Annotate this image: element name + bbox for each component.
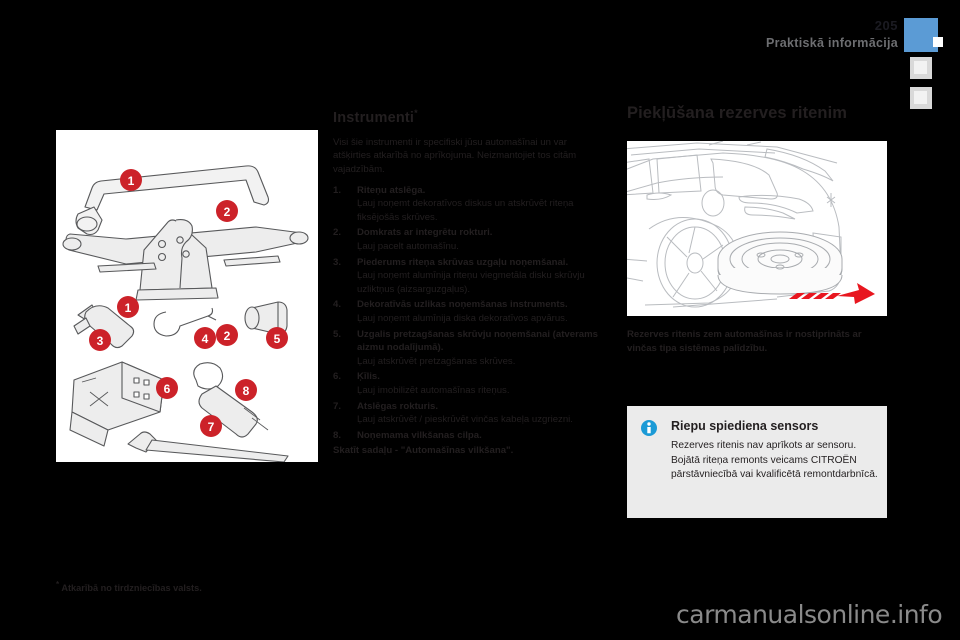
tool-kit-svg: 1 2 [62, 165, 309, 462]
list-item: 4. Dekoratīvās uzlikas noņemšanas instru… [333, 298, 605, 325]
spare-wheel-caption: Rezerves ritenis zem automašīnas ir nost… [627, 329, 862, 354]
footnote-text: Atkarībā no tirdzniecības valsts. [61, 583, 202, 594]
info-box-heading: Riepu spiediena sensors [671, 419, 819, 433]
tool-number: 6. [333, 371, 342, 383]
info-box: Riepu spiediena sensors Rezerves ritenis… [627, 406, 887, 518]
header-section-title: Praktiskā informācija [765, 36, 898, 50]
svg-text:2: 2 [224, 329, 231, 343]
list-item: 8. Noņemama vilkšanas cilpa. [333, 429, 605, 443]
tool-number: 1. [333, 184, 342, 196]
tool-label: Riteņu atslēga. [357, 184, 426, 196]
tool-desc: Ļauj pacelt automašīnu. [357, 240, 459, 252]
chapter-tab-1-marker-icon [914, 61, 927, 74]
tools-text-column: Instrumenti* Visi šie instrumenti ir spe… [333, 108, 605, 458]
tools-intro-text: Visi šie instrumenti ir specifiski jūsu … [333, 136, 577, 176]
list-item: 6. Ķīlis. Ļauj imobilizēt automašīnas ri… [333, 370, 605, 397]
chapter-tab-2[interactable] [910, 87, 932, 109]
list-item: 3. Piederums riteņa skrūvas uzgaļu noņem… [333, 256, 605, 297]
tool-number: 7. [333, 400, 342, 412]
chapter-tab-strip [904, 18, 948, 109]
tools-title-asterisk: * [414, 108, 418, 118]
spare-wheel-column: Piekļūšana rezerves ritenim [627, 104, 893, 355]
info-box-body: Rezerves ritenis nav aprīkots ar sensoru… [671, 440, 878, 480]
car-rear-svg [627, 141, 875, 308]
list-item: 2. Domkrats ar integrētu rokturi. Ļauj p… [333, 226, 605, 253]
tool-desc: Ļauj atskrūvēt / pieskrūvēt vinčas kabeļ… [357, 414, 573, 426]
footnote: * Atkarībā no tirdzniecības valsts. [56, 580, 336, 593]
tool-kit-illustration: 1 2 [56, 130, 318, 462]
tools-section-title: Instrumenti* [333, 108, 605, 126]
tool-label: Dekoratīvās uzlikas noņemšanas instrumen… [357, 299, 568, 311]
chapter-tab-active-body [904, 18, 943, 52]
chapter-tab-1[interactable] [910, 57, 932, 79]
see-also-reference: Skatīt sadaļu - "Automašīnas vilkšana". [333, 445, 514, 457]
tool-number: 5. [333, 328, 342, 340]
site-watermark: carmanualsonline.info [676, 600, 943, 629]
tool-number: 2. [333, 227, 342, 239]
spare-wheel-section-title: Piekļūšana rezerves ritenim [627, 104, 848, 122]
tool-number: 4. [333, 299, 342, 311]
chapter-tab-2-marker-icon [914, 91, 927, 104]
tools-list: 1. Riteņu atslēga. Ļauj noņemt dekoratīv… [333, 184, 605, 443]
tool-label: Piederums riteņa skrūvas uzgaļu noņemšan… [357, 256, 569, 268]
tool-label: Noņemama vilkšanas cilpa. [357, 429, 482, 441]
info-icon [641, 420, 657, 436]
tool-label: Atslēgas rokturis. [357, 400, 439, 412]
tool-label: Uzgalis pretzagšanas skrūvju noņemšanai … [357, 328, 599, 354]
tool-number: 8. [333, 429, 342, 441]
page-number: 205 [874, 18, 898, 33]
list-item: 1. Riteņu atslēga. Ļauj noņemt dekoratīv… [333, 184, 605, 225]
tool-desc: Ļauj noņemt alumīnija diska dekoratīvos … [357, 312, 568, 324]
tool-desc: Ļauj noņemt dekoratīvos diskus un atskrū… [357, 198, 574, 223]
motion-arrow-icon [789, 283, 875, 304]
tool-desc: Ļauj noņemt alumīnija riteņu viegmetāla … [357, 270, 585, 295]
tools-section-title-text: Instrumenti [333, 109, 415, 126]
tool-label: Ķīlis. [357, 371, 380, 383]
tool-label: Domkrats ar integrētu rokturi. [357, 227, 493, 239]
chapter-tab-active[interactable] [904, 18, 948, 52]
tool-badges: 1 2 [117, 296, 238, 346]
tool-number: 3. [333, 256, 342, 268]
svg-text:1: 1 [125, 301, 132, 315]
list-item: 5. Uzgalis pretzagšanas skrūvju noņemšan… [333, 328, 605, 369]
page-header: 205 Praktiskā informācija [0, 16, 960, 62]
footnote-marker: * [56, 580, 60, 589]
car-rear-spare-wheel-illustration [627, 141, 887, 316]
list-item: 7. Atslēgas rokturis. Ļauj atskrūvēt / p… [333, 400, 605, 427]
tool-desc: Ļauj imobilizēt automašīnas riteņus. [357, 384, 510, 396]
chapter-tab-marker-icon [933, 37, 943, 47]
tool-desc: Ļauj atskrūvēt pretzagšanas skrūves. [357, 355, 516, 367]
